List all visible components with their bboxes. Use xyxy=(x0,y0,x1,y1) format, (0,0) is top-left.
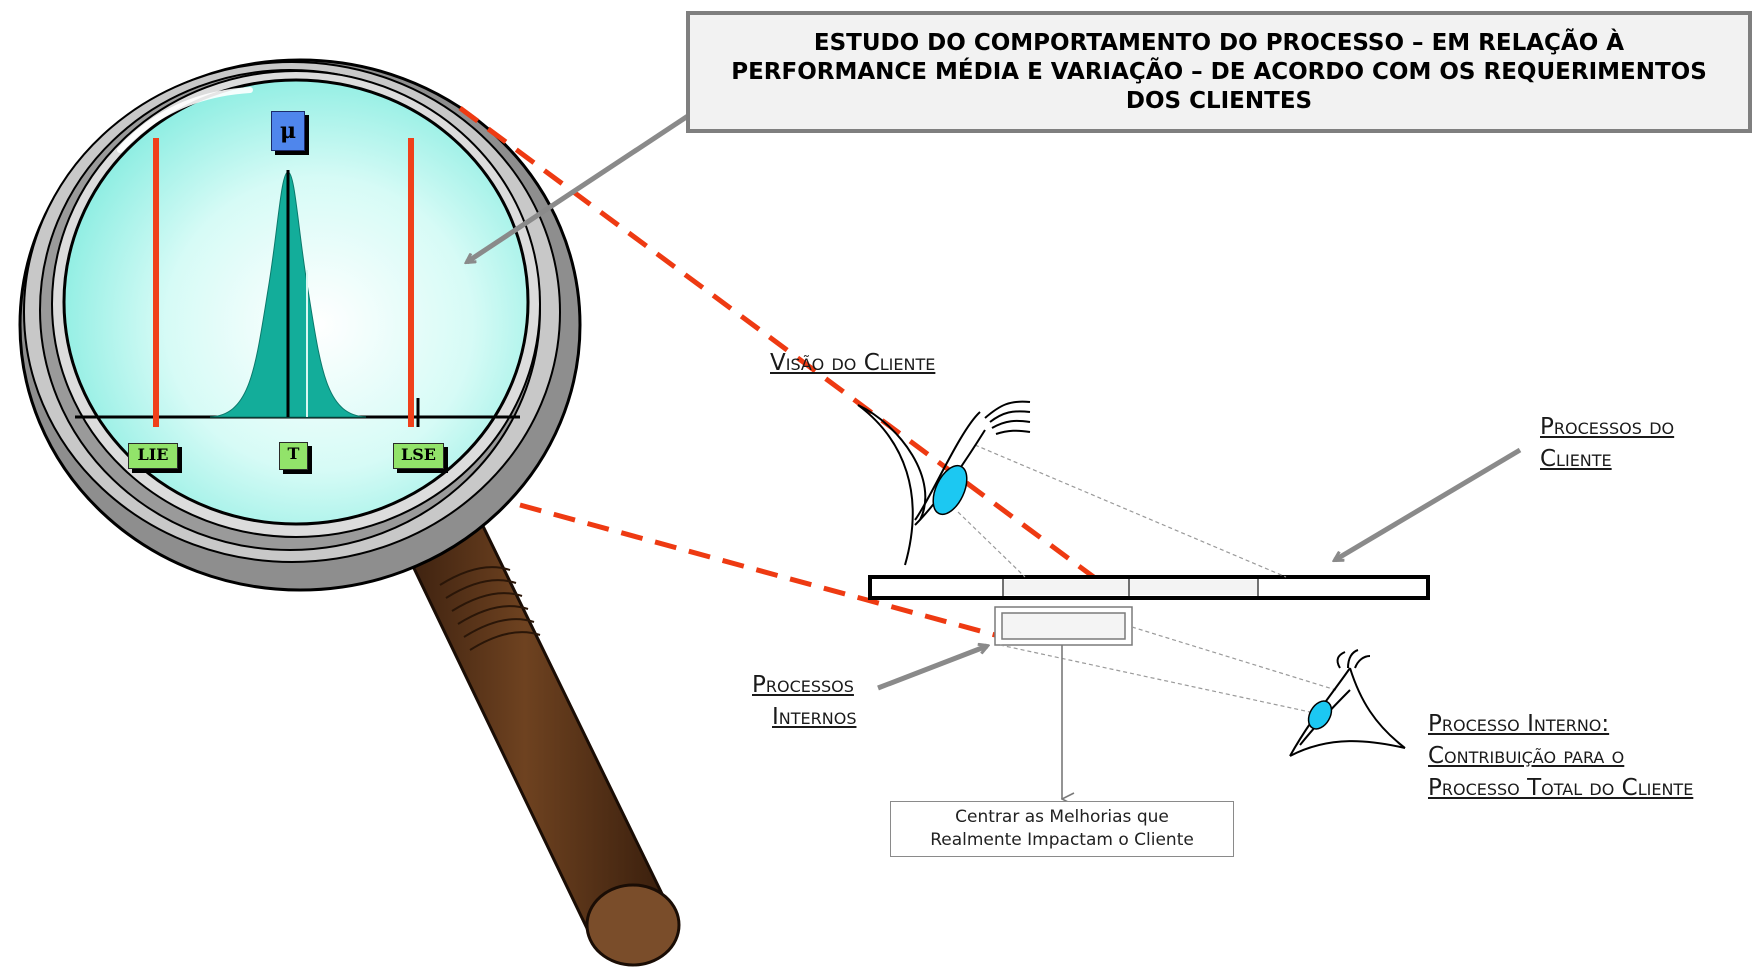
customer-processes-arrow xyxy=(1335,447,1522,563)
customer-process-bar xyxy=(868,575,1430,600)
internal-process-box xyxy=(994,606,1133,646)
customer-view-label: Visão do Cliente xyxy=(770,350,936,376)
internal-processes-label: Processos Internos xyxy=(752,672,857,730)
diagram-title: ESTUDO DO COMPORTAMENTO DO PROCESSO – EM… xyxy=(731,29,1707,114)
lower-limit-tag: LIE xyxy=(128,443,178,469)
distribution-chart xyxy=(75,138,520,427)
upper-cone-line xyxy=(458,105,1120,598)
target-tag: T xyxy=(279,442,308,470)
zoom-cone xyxy=(458,105,1120,638)
customer-eye-icon xyxy=(857,400,1031,566)
lower-cone-line xyxy=(519,502,996,638)
title-pointer-arrow xyxy=(467,105,702,262)
magnifier-handle xyxy=(408,517,681,967)
internal-process-label: Processo Interno: Contribuição para o Pr… xyxy=(1428,711,1694,801)
internal-processes-arrow xyxy=(877,646,987,691)
outcome-text: Centrar as Melhorias que Realmente Impac… xyxy=(930,807,1194,850)
mean-tag: μ xyxy=(271,111,305,151)
internal-eye-icon xyxy=(1289,649,1406,757)
sight-lines xyxy=(957,444,1337,713)
customer-processes-label: Processos do Cliente xyxy=(1540,414,1675,472)
title-box: ESTUDO DO COMPORTAMENTO DO PROCESSO – EM… xyxy=(686,11,1752,133)
upper-limit-tag: LSE xyxy=(393,443,444,469)
outcome-box: Centrar as Melhorias que Realmente Impac… xyxy=(890,801,1234,857)
